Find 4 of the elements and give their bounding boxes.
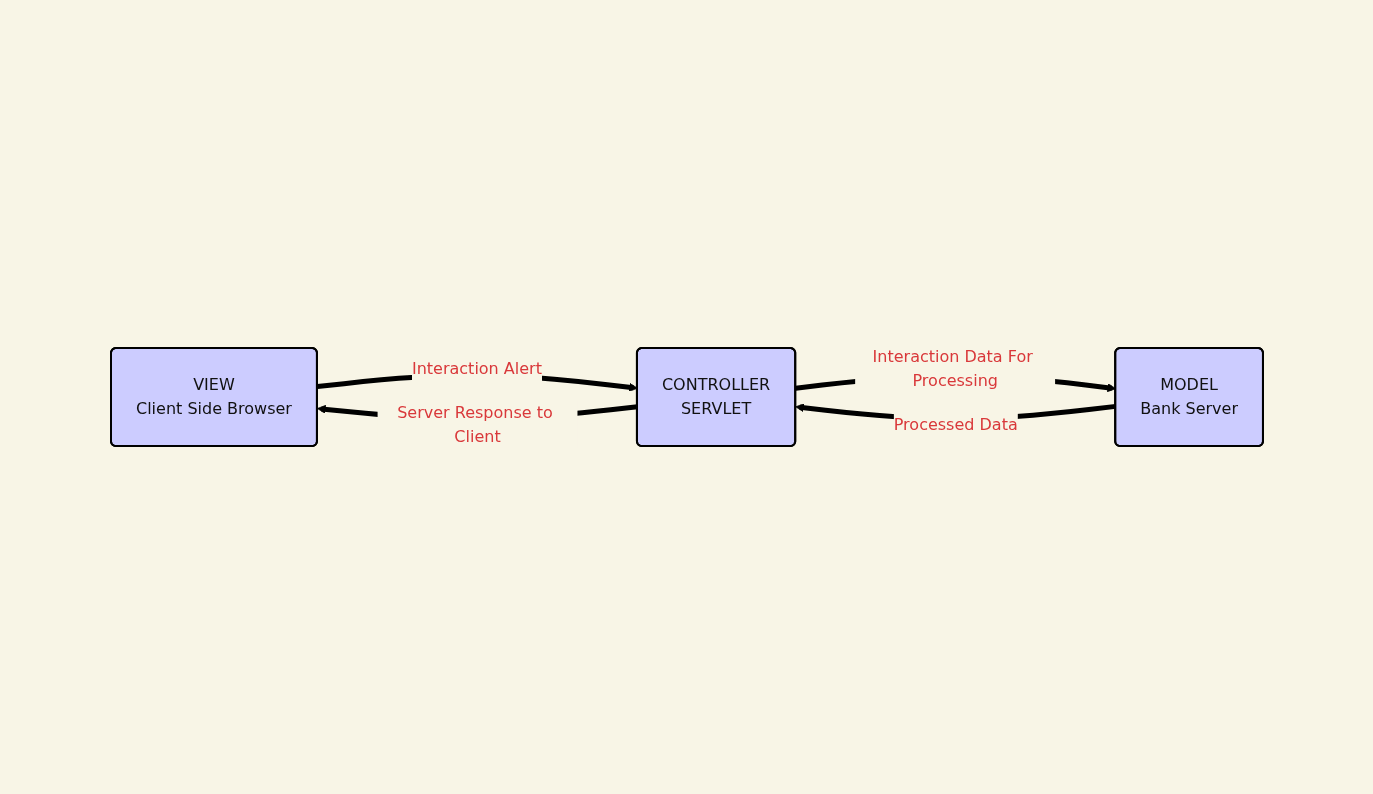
edge-label: Interaction Data For Processing xyxy=(872,347,1033,391)
edge-label: Interaction Alert xyxy=(411,359,542,379)
edge-label: Processed Data xyxy=(893,414,1018,434)
edge-label: Server Response to Client xyxy=(396,402,553,446)
